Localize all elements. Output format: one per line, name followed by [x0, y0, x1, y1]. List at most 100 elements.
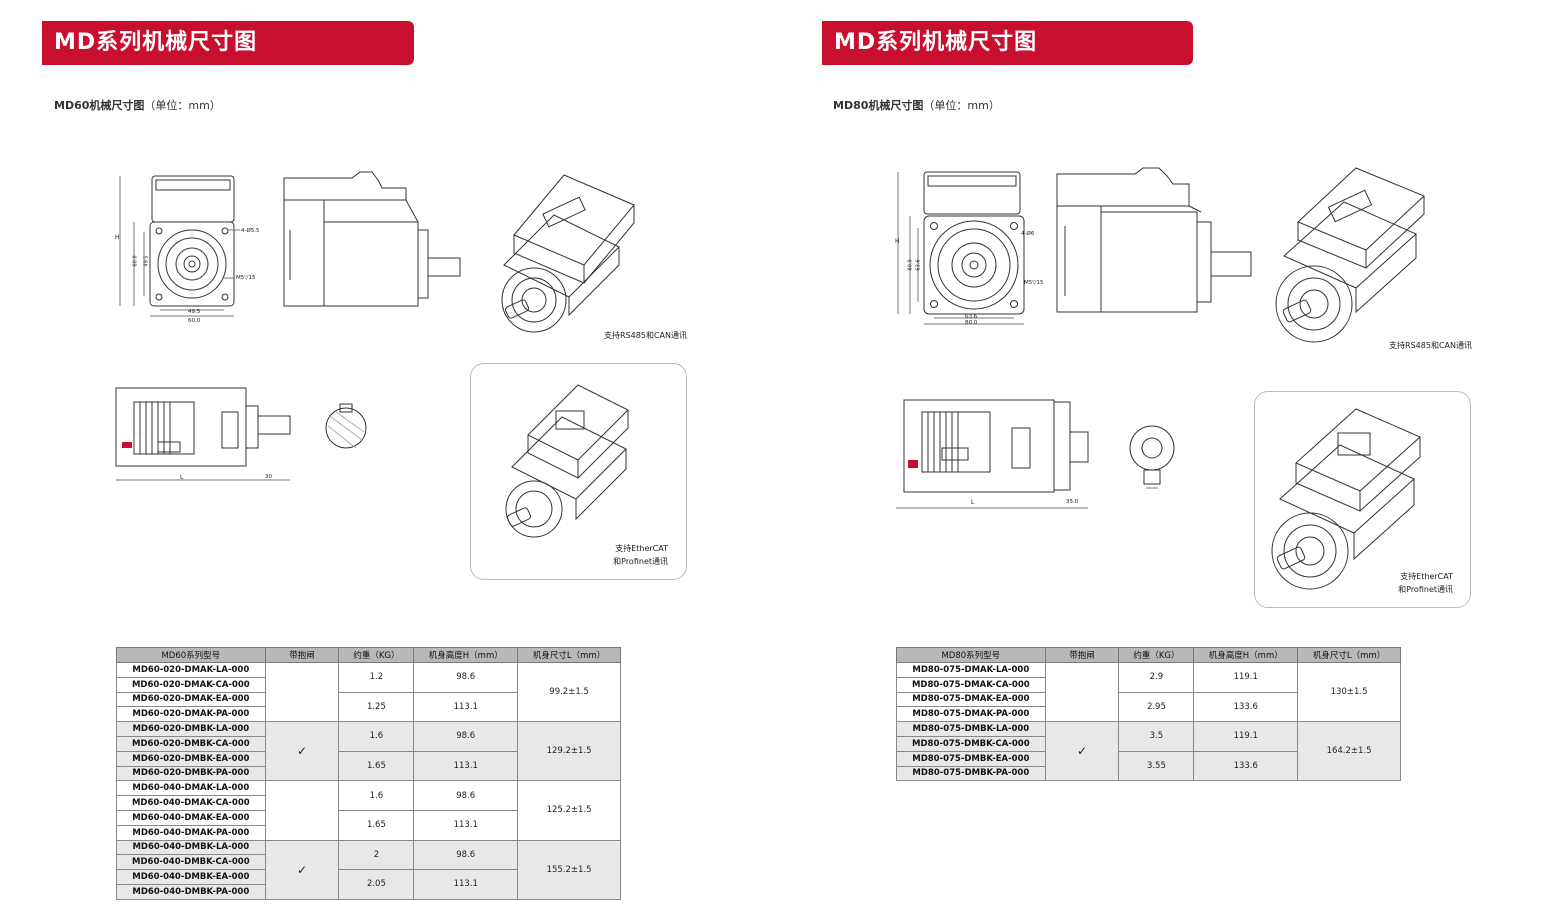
- md60-dim-hole: 4-Ø5.5: [241, 228, 260, 234]
- md60-header-length: 机身尺寸L（mm）: [517, 647, 621, 663]
- md60-weight-cell: 1.65: [338, 750, 415, 782]
- md60-subtitle: MD60机械尺寸图（单位：mm）: [54, 97, 221, 113]
- md80-dim-h2: 63.6: [915, 259, 922, 271]
- md60-side-view: [282, 170, 467, 310]
- md60-header-height: 机身高度H（mm）: [413, 647, 519, 663]
- md60-weight-cell: 1.25: [338, 691, 415, 723]
- md80-model-cell: MD80-075-DMAK-CA-000: [896, 676, 1046, 693]
- md80-weight-cell: 2.9: [1118, 662, 1195, 693]
- md80-model-cell: MD80-075-DMBK-CA-000: [896, 735, 1046, 752]
- md60-model-cell: MD60-020-DMAK-PA-000: [116, 706, 266, 723]
- table-row: MD60-020-DMBK-LA-000 ✓ 1.6 98.6 129.2±1.…: [116, 721, 621, 782]
- md80-ethercat-card: [1254, 391, 1471, 608]
- md80-header-weight: 约重（KG）: [1118, 647, 1195, 663]
- md80-caption-ethercat-line2: 和Profinet通讯: [1398, 585, 1453, 594]
- md60-header-weight: 约重（KG）: [338, 647, 415, 663]
- md60-height-cell: 98.6: [413, 662, 519, 693]
- md60-weight-cell: 1.2: [338, 662, 415, 693]
- md80-subtitle-unit: （单位：mm）: [923, 99, 1000, 112]
- md60-weight-cell: 1.6: [338, 721, 415, 752]
- md80-header-length: 机身尺寸L（mm）: [1297, 647, 1401, 663]
- table-row: MD60-020-DMBK-EA-000 1.65 113.1: [116, 750, 621, 782]
- md80-subtitle: MD80机械尺寸图（单位：mm）: [833, 97, 1000, 113]
- table-row: MD60-040-DMBK-LA-000 ✓ 2 98.6 155.2±1.5: [116, 839, 621, 900]
- md80-length-cell: 130±1.5: [1297, 661, 1401, 723]
- md60-model-cell: MD60-020-DMBK-EA-000: [116, 750, 266, 767]
- md60-shaft-section: [318, 392, 378, 464]
- md80-model-cell: MD80-075-DMBK-PA-000: [896, 765, 1046, 782]
- md80-dim-w2: 80.0: [965, 320, 978, 326]
- md60-spec-table: MD60系列型号 带抱闸 约重（KG） 机身高度H（mm） 机身尺寸L（mm） …: [116, 647, 621, 900]
- md60-dim-w1: 49.5: [188, 309, 201, 315]
- md60-front-view: [112, 170, 272, 330]
- table-row: MD60-040-DMAK-LA-000 1.6 98.6 125.2±1.5: [116, 780, 621, 841]
- md60-model-cell: MD60-040-DMAK-CA-000: [116, 795, 266, 811]
- md80-height-cell: 133.6: [1193, 750, 1299, 782]
- section-banner-left: MD系列机械尺寸图: [42, 21, 414, 65]
- md60-model-cell: MD60-020-DMAK-CA-000: [116, 676, 266, 693]
- md80-subtitle-title: MD80机械尺寸图: [833, 99, 924, 112]
- md60-height-cell: 98.6: [413, 839, 519, 871]
- md80-weight-cell: 3.55: [1118, 750, 1195, 782]
- md60-model-cell: MD60-020-DMBK-PA-000: [116, 765, 266, 782]
- md80-model-cell: MD80-075-DMBK-EA-000: [896, 750, 1046, 767]
- md60-dim-L: L: [180, 474, 184, 481]
- md80-dim-shaft: 35.0: [1066, 499, 1079, 505]
- md60-dim-H: H: [115, 234, 120, 241]
- md60-brake-cell: ✓: [264, 721, 340, 782]
- md60-height-cell: 113.1: [413, 869, 519, 900]
- md80-brake-cell: ✓: [1044, 721, 1120, 782]
- md60-model-cell: MD60-020-DMAK-LA-000: [116, 662, 266, 678]
- md80-model-cell: MD80-075-DMBK-LA-000: [896, 721, 1046, 737]
- md60-dim-w2: 60.0: [188, 318, 201, 324]
- table-row: MD60-020-DMBK-CA-000: [116, 735, 621, 752]
- md60-model-cell: MD60-020-DMBK-CA-000: [116, 735, 266, 752]
- md60-weight-cell: 2: [338, 839, 415, 871]
- md60-3d-ethercat-view: [498, 385, 638, 545]
- table-row: MD60-020-DMAK-EA-000 1.25 113.1: [116, 691, 621, 723]
- md60-model-cell: MD60-040-DMAK-EA-000: [116, 809, 266, 826]
- md60-brake-cell: [264, 780, 340, 841]
- md80-height-cell: 119.1: [1193, 662, 1299, 693]
- md80-dim-thread: M5▽15: [1024, 280, 1044, 286]
- md60-dim-thread: M5▽15: [236, 275, 256, 281]
- md60-length-cell: 99.2±1.5: [517, 661, 621, 723]
- md80-dim-H: H: [895, 238, 900, 245]
- md80-length-cell: 164.2±1.5: [1297, 721, 1401, 782]
- md60-model-cell: MD60-020-DMAK-EA-000: [116, 691, 266, 708]
- md80-3d-ethercat-view: [1266, 403, 1426, 593]
- table-row: MD60-040-DMBK-EA-000 2.05 113.1: [116, 869, 621, 900]
- md80-model-cell: MD80-075-DMAK-LA-000: [896, 662, 1046, 678]
- md60-model-cell: MD60-040-DMBK-PA-000: [116, 883, 266, 900]
- md60-height-cell: 113.1: [413, 691, 519, 723]
- md80-bottom-view: [894, 398, 1090, 516]
- md60-brake-cell: ✓: [264, 839, 340, 900]
- md60-weight-cell: 1.6: [338, 780, 415, 811]
- md60-model-cell: MD60-040-DMBK-EA-000: [116, 869, 266, 885]
- md80-header-height: 机身高度H（mm）: [1193, 647, 1299, 663]
- md80-dim-h1: 80.0: [907, 259, 914, 271]
- md60-subtitle-title: MD60机械尺寸图: [54, 99, 145, 112]
- md60-header-model: MD60系列型号: [116, 647, 266, 663]
- table-row: MD80-075-DMBK-LA-000 ✓ 3.5 119.1 164.2±1…: [896, 721, 1401, 782]
- md60-dim-h1: 60.0: [132, 255, 139, 267]
- md80-side-view: [1055, 166, 1255, 316]
- md60-length-cell: 129.2±1.5: [517, 721, 621, 782]
- md80-3d-rs485-view: [1270, 162, 1430, 347]
- md60-length-cell: 125.2±1.5: [517, 780, 621, 841]
- md60-caption-ethercat: 支持EtherCAT 和Profinet通讯: [570, 542, 668, 568]
- md60-height-cell: 98.6: [413, 780, 519, 811]
- md60-3d-rs485-view: [494, 165, 634, 340]
- md60-weight-cell: 2.05: [338, 869, 415, 900]
- md80-dim-L: L: [971, 499, 975, 506]
- md80-dim-w1: 63.6: [965, 314, 978, 320]
- md80-model-cell: MD80-075-DMAK-PA-000: [896, 706, 1046, 723]
- md80-header-model: MD80系列型号: [896, 647, 1046, 663]
- md60-brake-cell: [264, 661, 340, 723]
- md60-caption-ethercat-line1: 支持EtherCAT: [615, 544, 668, 553]
- md60-model-cell: MD60-040-DMBK-CA-000: [116, 854, 266, 871]
- md60-model-cell: MD60-040-DMAK-LA-000: [116, 780, 266, 797]
- md60-dim-shaft: 30: [265, 474, 272, 480]
- md80-caption-ethercat-line1: 支持EtherCAT: [1400, 572, 1453, 581]
- md80-header-brake: 带抱闸: [1044, 647, 1120, 663]
